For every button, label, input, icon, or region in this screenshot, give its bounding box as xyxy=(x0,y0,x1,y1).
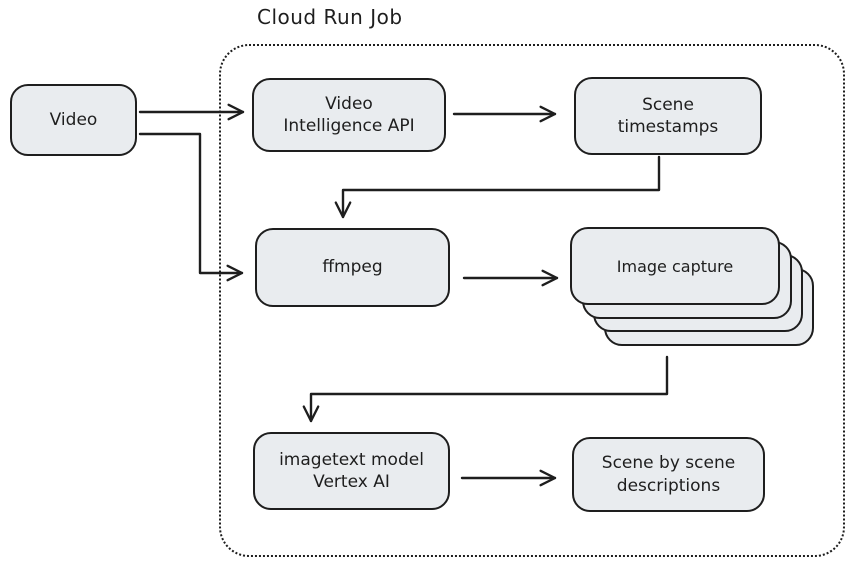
node-video: Video xyxy=(10,84,137,156)
node-video-intelligence-api: Video Intelligence API xyxy=(252,78,446,152)
node-video-intelligence-api-label: Video Intelligence API xyxy=(283,93,415,136)
node-ffmpeg-label: ffmpeg xyxy=(322,257,383,278)
node-scene-timestamps-label: Scene timestamps xyxy=(617,94,719,137)
node-scene-by-scene-descriptions: Scene by scene descriptions xyxy=(572,437,765,512)
node-scene-timestamps: Scene timestamps xyxy=(574,77,762,155)
node-image-capture-label: Image capture xyxy=(616,256,734,276)
node-imagetext-model-vertex-ai-label: imagetext model Vertex AI xyxy=(279,449,424,492)
node-ffmpeg: ffmpeg xyxy=(255,228,450,307)
node-video-label: Video xyxy=(49,109,98,130)
node-image-capture: Image capture xyxy=(570,227,780,305)
node-scene-by-scene-descriptions-label: Scene by scene descriptions xyxy=(601,453,736,496)
diagram-title: Cloud Run Job xyxy=(257,5,403,29)
node-image-capture-stack: Image capture xyxy=(570,227,815,349)
cloud-run-job-container xyxy=(219,44,845,557)
node-imagetext-model-vertex-ai: imagetext model Vertex AI xyxy=(253,432,450,510)
